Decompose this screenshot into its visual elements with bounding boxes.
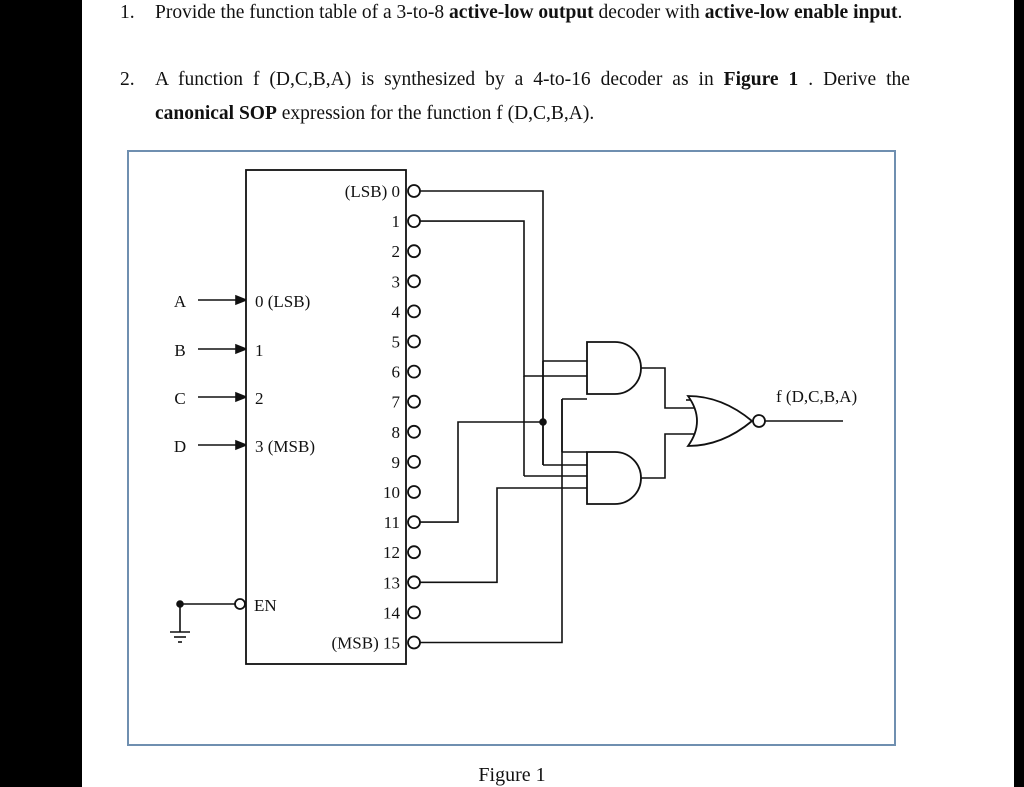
output-bubble [407, 214, 421, 229]
enable-label: EN [254, 596, 277, 615]
text-run: . Derive the [798, 69, 910, 90]
text-run: A function f (D,C,B,A) is synthesized by… [155, 69, 724, 90]
and2-output-wire [641, 433, 702, 479]
output-bubble [407, 184, 421, 198]
output-pin-label: 6 [392, 363, 401, 382]
output-bubble [407, 334, 421, 349]
and-gate-1 [586, 341, 642, 395]
output-bubble [407, 605, 421, 620]
input-arrow-head [235, 343, 249, 355]
question-text: A function f (D,C,B,A) is synthesized by… [155, 63, 910, 131]
input-arrow-head [235, 391, 249, 403]
output-bubble [407, 515, 421, 529]
output-bubble [407, 304, 421, 319]
output-bubble [407, 364, 421, 379]
input-pin-label: 2 [255, 389, 264, 408]
output-bubble [407, 635, 421, 650]
text-run: . [897, 2, 903, 23]
decoder-block [245, 169, 407, 665]
input-pin-label: 0 (LSB) [255, 292, 310, 311]
output-pin-label: 8 [392, 423, 401, 442]
bold-text: active-low enable input [704, 2, 898, 23]
nor-gate [686, 395, 754, 447]
output-bubble [407, 244, 421, 259]
output-pin-label: 14 [383, 603, 401, 622]
text-run: decoder with [593, 2, 705, 23]
output-wire-1 [420, 220, 587, 377]
output-pin-label: 13 [383, 573, 400, 592]
nor-output-bubble [752, 414, 766, 428]
output-bubble [407, 454, 421, 469]
question-number: 2. [120, 69, 135, 90]
input-signal-label: C [174, 389, 185, 408]
output-pin-label: 12 [383, 543, 400, 562]
input-arrow-head [235, 439, 249, 451]
bold-text: Figure 1 [723, 69, 799, 90]
output-pin-label: 9 [392, 453, 401, 472]
output-pin-label: 5 [392, 333, 401, 352]
text-run: Provide the function table of a 3-to-8 [155, 2, 450, 23]
input-pin-label: 3 (MSB) [255, 437, 315, 456]
figure-frame [127, 150, 896, 746]
output-pin-label: 4 [392, 302, 401, 321]
left-black-bar [0, 0, 82, 787]
output-bubble [407, 394, 421, 409]
input-signal-label: A [174, 292, 187, 311]
bold-text: active-low output [449, 2, 594, 23]
output-pin-label: (MSB) 15 [332, 634, 400, 653]
figure-caption: Figure 1 [478, 764, 546, 786]
output-pin-label: 3 [392, 272, 401, 291]
input-arrow-head [235, 294, 249, 306]
and1-output-wire [641, 367, 702, 409]
text-run: expression for the function f (D,C,B,A). [276, 103, 595, 124]
input-signal-label: D [174, 437, 186, 456]
question-number: 1. [120, 2, 135, 23]
enable-bubble [234, 598, 246, 610]
output-pin-label: 7 [392, 393, 401, 412]
output-bubble [407, 274, 421, 289]
wire-junction [539, 418, 547, 426]
output-pin-label: (LSB) 0 [345, 182, 400, 201]
output-pin-label: 11 [384, 513, 400, 532]
question-2: 2. A function f (D,C,B,A) is synthesized… [120, 63, 910, 131]
question-1: 1. Provide the function table of a 3-to-… [120, 0, 910, 30]
output-pin-label: 2 [392, 242, 401, 261]
input-signal-label: B [174, 341, 185, 360]
question-text: Provide the function table of a 3-to-8 a… [155, 0, 910, 30]
output-wire-11 [420, 421, 543, 523]
output-bubble [407, 485, 421, 499]
output-bubble [407, 545, 421, 560]
and-gate-2 [586, 451, 642, 505]
output-pin-label: 1 [392, 212, 401, 231]
output-wire-13 [420, 487, 587, 584]
output-bubble [407, 575, 421, 590]
function-output-label: f (D,C,B,A) [776, 387, 857, 406]
bold-text: canonical SOP [155, 103, 277, 124]
input-pin-label: 1 [255, 341, 264, 360]
output-wire-15 [420, 399, 563, 644]
output-bubble [407, 424, 421, 439]
right-black-bar [1014, 0, 1024, 787]
output-pin-label: 10 [383, 483, 400, 502]
